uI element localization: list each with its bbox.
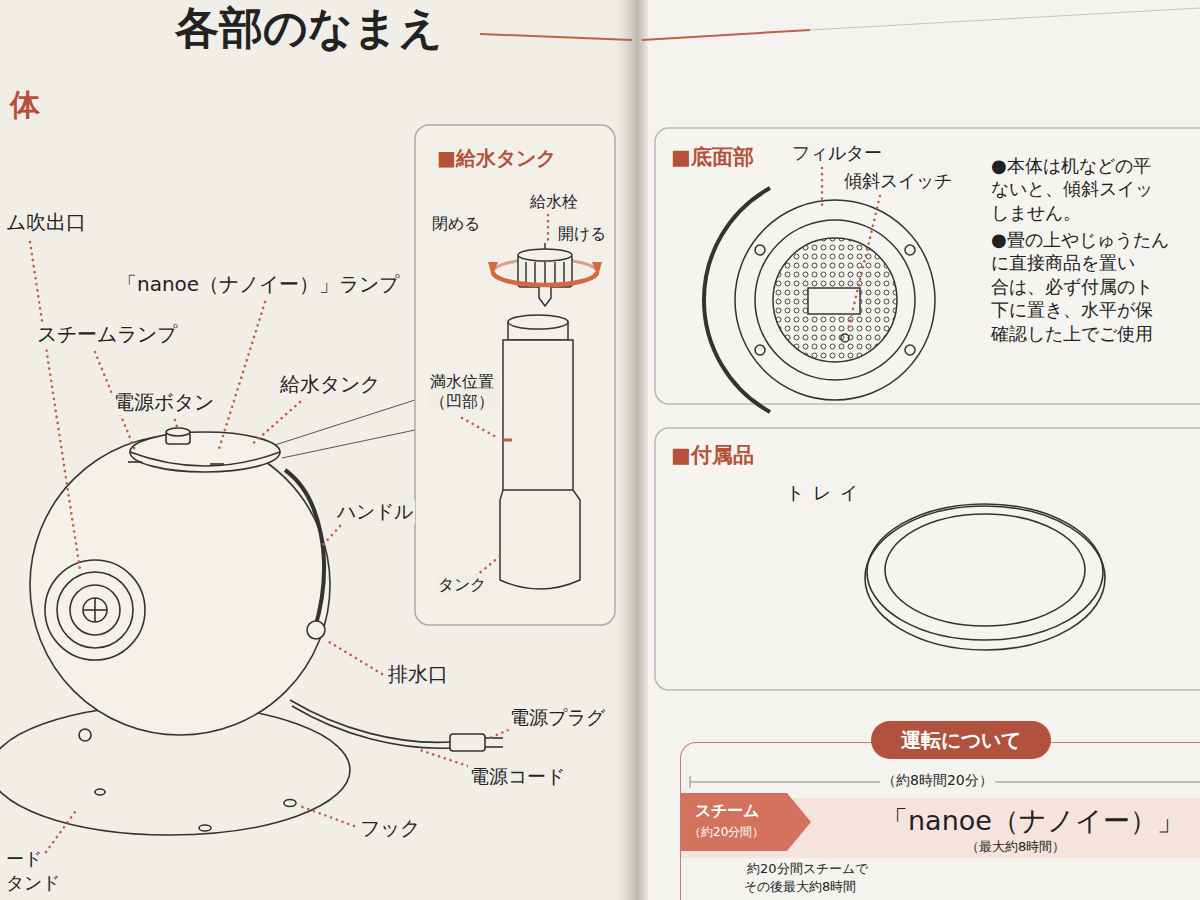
panel-heading: ■底面部: [671, 144, 754, 171]
part-label: ード: [4, 848, 44, 871]
page-title: 各部のなまえ: [175, 2, 443, 55]
part-label: フィルター: [790, 142, 884, 165]
panel-heading: ■給水タンク: [437, 145, 556, 171]
part-label: 電源コード: [468, 765, 567, 789]
note-text: 約20分間スチームで: [745, 861, 870, 877]
section-marker: 体: [8, 86, 42, 124]
note-text: ●本体は机などの平 ないと、傾斜スイッ しません。: [991, 154, 1176, 224]
note-text: ●畳の上やじゅうたん に直接商品を置い 合は、必ず付属のト 下に置き、水平が保 …: [991, 228, 1176, 345]
part-label: トレイ: [784, 482, 869, 505]
part-label: ハンドル: [335, 500, 415, 524]
arrow-fill: [681, 793, 811, 851]
section-heading: 運転について: [871, 721, 1051, 759]
part-label: タンク: [436, 575, 488, 595]
part-label: 電源プラグ: [508, 706, 607, 730]
part-label: 開ける: [556, 224, 608, 244]
nanoe-band: 「nanoe（ナノイー）」（最大約8時間）: [681, 799, 1200, 862]
duration-label: （約8時間20分）: [880, 772, 995, 790]
mode-duration: （最大約8時間）: [966, 839, 1065, 856]
mode-name: 「nanoe（ナノイー）」: [881, 803, 1184, 838]
part-label: 給水栓: [528, 192, 580, 212]
part-label: 傾斜スイッチ: [842, 170, 954, 193]
steam-arrow: スチーム （約20分間）: [681, 793, 811, 851]
part-label: 排水口: [386, 662, 450, 687]
part-label: スチームランプ: [35, 322, 179, 347]
part-label: フック: [358, 816, 422, 841]
part-label: 閉める: [430, 214, 482, 234]
panel-heading: ■付属品: [671, 442, 754, 469]
note-text: その後最大約8時間: [742, 879, 858, 895]
info-panel: ■付属品: [655, 428, 1200, 690]
step-duration: （約20分間）: [689, 825, 764, 841]
part-label: 満水位置 （凹部）: [428, 372, 501, 412]
part-label: ム吹出口: [4, 210, 88, 235]
part-label: 給水タンク: [278, 372, 382, 397]
part-label: 電源ボタン: [112, 390, 216, 415]
step-name: スチーム: [695, 801, 759, 822]
part-label: 「nanoe（ナノイー）」ランプ: [115, 272, 401, 297]
part-label: タンド: [4, 872, 62, 895]
